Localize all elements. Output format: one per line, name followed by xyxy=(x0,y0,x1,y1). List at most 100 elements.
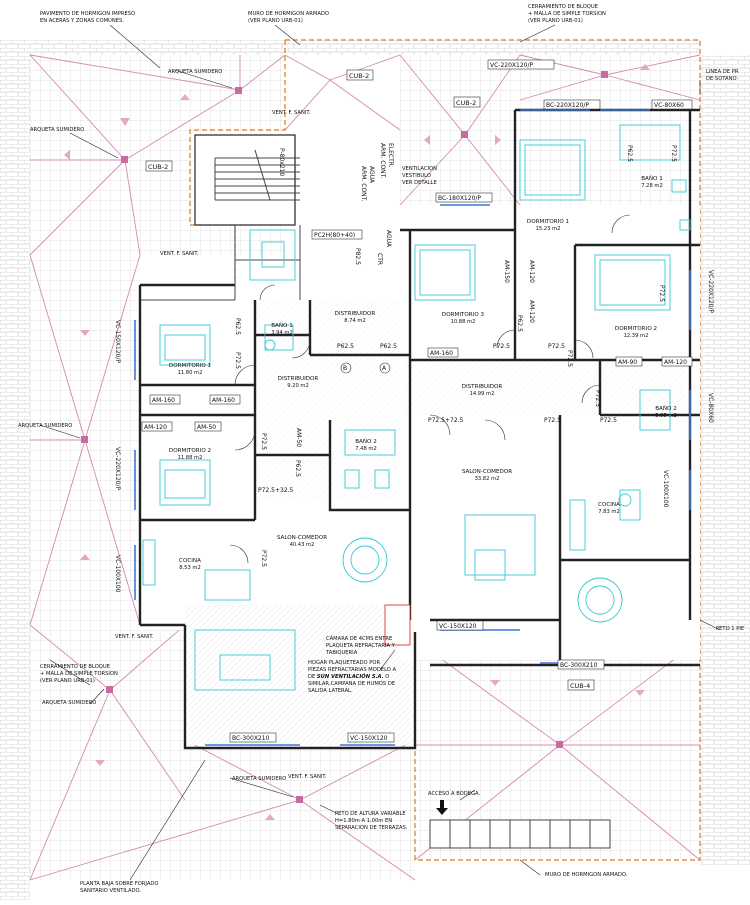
window-tag: VC-150X120 xyxy=(439,623,477,630)
vent-label: VENT. F. SANIT. xyxy=(160,251,199,257)
cub-label: CUB-2 xyxy=(456,99,476,107)
room-name: DISTRIBUIDOR xyxy=(335,311,376,317)
note-enclosure: + MALLA DE SIMPLE TORSION xyxy=(528,11,606,17)
meter-tag: AGUA xyxy=(368,166,375,184)
room-area: 11.80 m2 xyxy=(178,370,203,376)
note-ventilation: VESTIBULO xyxy=(402,173,431,179)
wardrobe-tag: AM-120 xyxy=(664,359,687,366)
note-enclosure-left: + MALLA DE SIMPLE TORSION xyxy=(40,671,118,677)
window-tag: VC-100X100 xyxy=(662,470,669,508)
room-area: 15.23 m2 xyxy=(536,226,561,232)
drain-label: ARQUETA SUMIDERO xyxy=(168,69,222,75)
cub-label: CUB-4 xyxy=(570,682,590,690)
wardrobe-tag: AM-120 xyxy=(528,300,535,323)
wardrobe-tag: AM-160 xyxy=(430,350,453,357)
room-name: SALON-COMEDOR xyxy=(277,535,327,541)
annotations: PAVIMENTO DE HORMIGON IMPRESO EN ACERAS … xyxy=(18,4,744,894)
room-area: 8.74 m2 xyxy=(344,318,366,324)
room-name: DISTRIBUIDOR xyxy=(462,384,503,390)
window-tag: VC-220X120/P xyxy=(490,62,533,69)
window-tag: VC-220X120/P xyxy=(114,447,121,490)
note-wall: (VER PLANO URB-01) xyxy=(248,18,303,24)
door-tag: P72.5 xyxy=(544,417,561,424)
room-area: 40.43 m2 xyxy=(290,542,315,548)
room-area: 9.20 m2 xyxy=(287,383,309,389)
door-tag: P62.5 xyxy=(626,145,633,162)
terrace-right-side xyxy=(700,55,750,865)
meter-tag: CTR xyxy=(376,253,383,265)
window-tag: VC-80X60 xyxy=(707,393,714,423)
cub-label: CUB-2 xyxy=(148,163,168,171)
door-tag: P72.5 xyxy=(670,145,677,162)
window-tag: VC-100X100 xyxy=(114,555,121,593)
drain-label: ARQUETA SUMIDERO xyxy=(42,700,96,706)
door-tag: P62.5 xyxy=(234,318,241,335)
door-tag: P72.5 xyxy=(658,285,665,302)
terrace-right-top xyxy=(400,55,700,205)
note-parapet-variable: SEPARACION DE TERRAZAS. xyxy=(335,825,408,831)
room-area: 10.88 m2 xyxy=(451,319,476,325)
building xyxy=(134,108,700,750)
drain-label: ARQUETA SUMIDERO xyxy=(18,423,72,429)
door-tag: P-80x210 xyxy=(278,148,285,176)
note-basement-line: DE SOTANO xyxy=(706,76,737,82)
room-area: 11.88 m2 xyxy=(178,455,203,461)
note-enclosure-left: (VER PLANO URB-01) xyxy=(40,678,95,684)
note-chamber: CÁMARA DE 4CMS ENTRE xyxy=(326,635,392,642)
door-tag: P72.5 xyxy=(600,417,617,424)
door-tag: P72.5+72.5 xyxy=(428,417,464,424)
cub-labels: CUB-2 CUB-2 CUB-2 CUB-4 xyxy=(145,69,595,691)
door-tag: P62.5 xyxy=(337,343,354,350)
door-tag: P62.5 xyxy=(516,315,523,332)
wardrobe-tag: AM-150 xyxy=(503,260,510,283)
wardrobe-tag: AM-50 xyxy=(197,424,216,431)
note-parapet: PETO 1 PIE xyxy=(716,626,744,632)
note-chamber: PLAQUETA REFRACTARIA Y xyxy=(326,643,396,649)
section-a: A xyxy=(382,365,387,372)
drain-label: ARQUETA SUMIDERO xyxy=(30,127,84,133)
vent-label: VENT. F. SANIT. xyxy=(288,774,327,780)
note-ground-floor: PLANTA BAJA SOBRE FORJADO xyxy=(80,881,158,887)
door-tag: P62.5 xyxy=(294,460,301,477)
paving-zone-top xyxy=(30,40,700,55)
room-name: DORMITORIO 2 xyxy=(169,448,211,454)
room-name: DORMITORIO 1 xyxy=(527,219,570,225)
room-area: 5.95 m2 xyxy=(655,413,677,419)
note-ventilation: VENTILACION xyxy=(402,166,437,172)
note-hearth: HOGAR PLAQUETEADO POR xyxy=(308,660,380,666)
door-tag: P72.5 xyxy=(234,352,241,369)
room-area: 3.94 m2 xyxy=(271,330,293,336)
window-tag: VC-150X120 xyxy=(350,735,388,742)
room-labels: DORMITORIO 1 11.80 m2 DORMITORIO 2 11.88… xyxy=(169,175,677,571)
room-name: BAÑO 2 xyxy=(655,405,677,412)
door-tag: P72.5 xyxy=(548,343,565,350)
note-hearth: SIMILAR,CAMPANA DE HUMOS DE xyxy=(308,681,395,687)
room-name: BAÑO 1 xyxy=(271,322,293,329)
drain-sinks xyxy=(81,71,608,803)
door-tag: P72.5 xyxy=(260,550,267,567)
meter-tag: ELECTR. xyxy=(387,143,394,168)
window-tag: BC-300X210 xyxy=(232,735,270,742)
door-tag: P72.5 xyxy=(566,350,573,367)
stair-treads xyxy=(214,149,300,201)
wardrobe-tag: AM-90 xyxy=(618,359,637,366)
room-area: 14.99 m2 xyxy=(470,391,495,397)
furniture xyxy=(142,124,691,691)
wardrobe-tag: AM-160 xyxy=(152,397,175,404)
door-tag: P72.5 xyxy=(493,343,510,350)
window-tag: VC-220X120/P xyxy=(707,270,714,313)
door-swings xyxy=(229,214,631,564)
door-tag: P72.5 xyxy=(260,433,267,450)
note-paving: PAVIMENTO DE HORMIGON IMPRESO xyxy=(40,11,135,17)
vent-label: VENT. F. SANIT. xyxy=(115,634,154,640)
note-enclosure-left: CERRAMIENTO DE BLOQUE xyxy=(40,664,110,670)
note-wall-bottom: MURO DE HORMIGON ARMADO. xyxy=(545,872,628,878)
window-tag: BC-180X120/P xyxy=(438,195,481,202)
room-name: COCINA xyxy=(598,502,620,508)
note-ventilation: VER DETALLE xyxy=(402,180,437,186)
wardrobe-tag: AM-120 xyxy=(528,260,535,283)
paving-zone-left xyxy=(0,40,30,900)
wardrobe-tag: AM-160 xyxy=(212,397,235,404)
cub-label: CUB-2 xyxy=(349,72,369,80)
element-tags: VC-220X120/P BC-220X120/P VC-80X60 BC-18… xyxy=(114,59,714,743)
